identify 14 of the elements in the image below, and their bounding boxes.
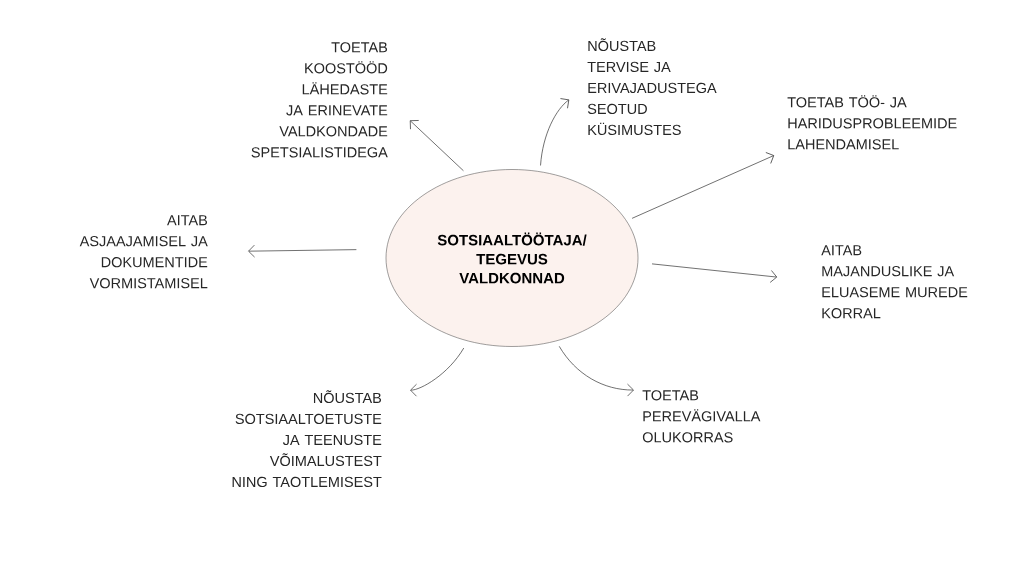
topic-label: NÕUSTAB SOTSIAALTOETUSTE JA TEENUSTE VÕIMALUSTEST NING TAOTLEMISEST [232,390,382,488]
topic-label: AITAB ASJAAJAMISEL JA DOKUMENTIDE VORMISTAMISEL [79,215,208,289]
arrow [409,120,464,172]
topic-label: AITAB MAJANDUSLIKE JA ELUASEME MUREDE KORRAL [821,245,968,319]
arrow [651,263,778,283]
topic-label: TOETAB KOOSTÖÖD LÄHEDASTE JA ERINEVATE VALDKONDADE SPETSIALISTIDEGA [251,42,388,158]
arrow [631,152,775,219]
arrow [540,98,570,166]
arrow [558,345,634,397]
topic-label: TOETAB PEREVÄGIVALLA OLUKORRAS [642,390,761,443]
arrow [248,244,357,258]
arrow [410,347,465,397]
topic-label: TOETAB TÖÖ- JA HARIDUSPROBLEEMIDE LAHENDAMISEL [787,95,957,150]
topic-label: NÕUSTAB TERVISE JA ERIVAJADUSTEGA SEOTUD KÜSIMUSTES [587,38,717,136]
